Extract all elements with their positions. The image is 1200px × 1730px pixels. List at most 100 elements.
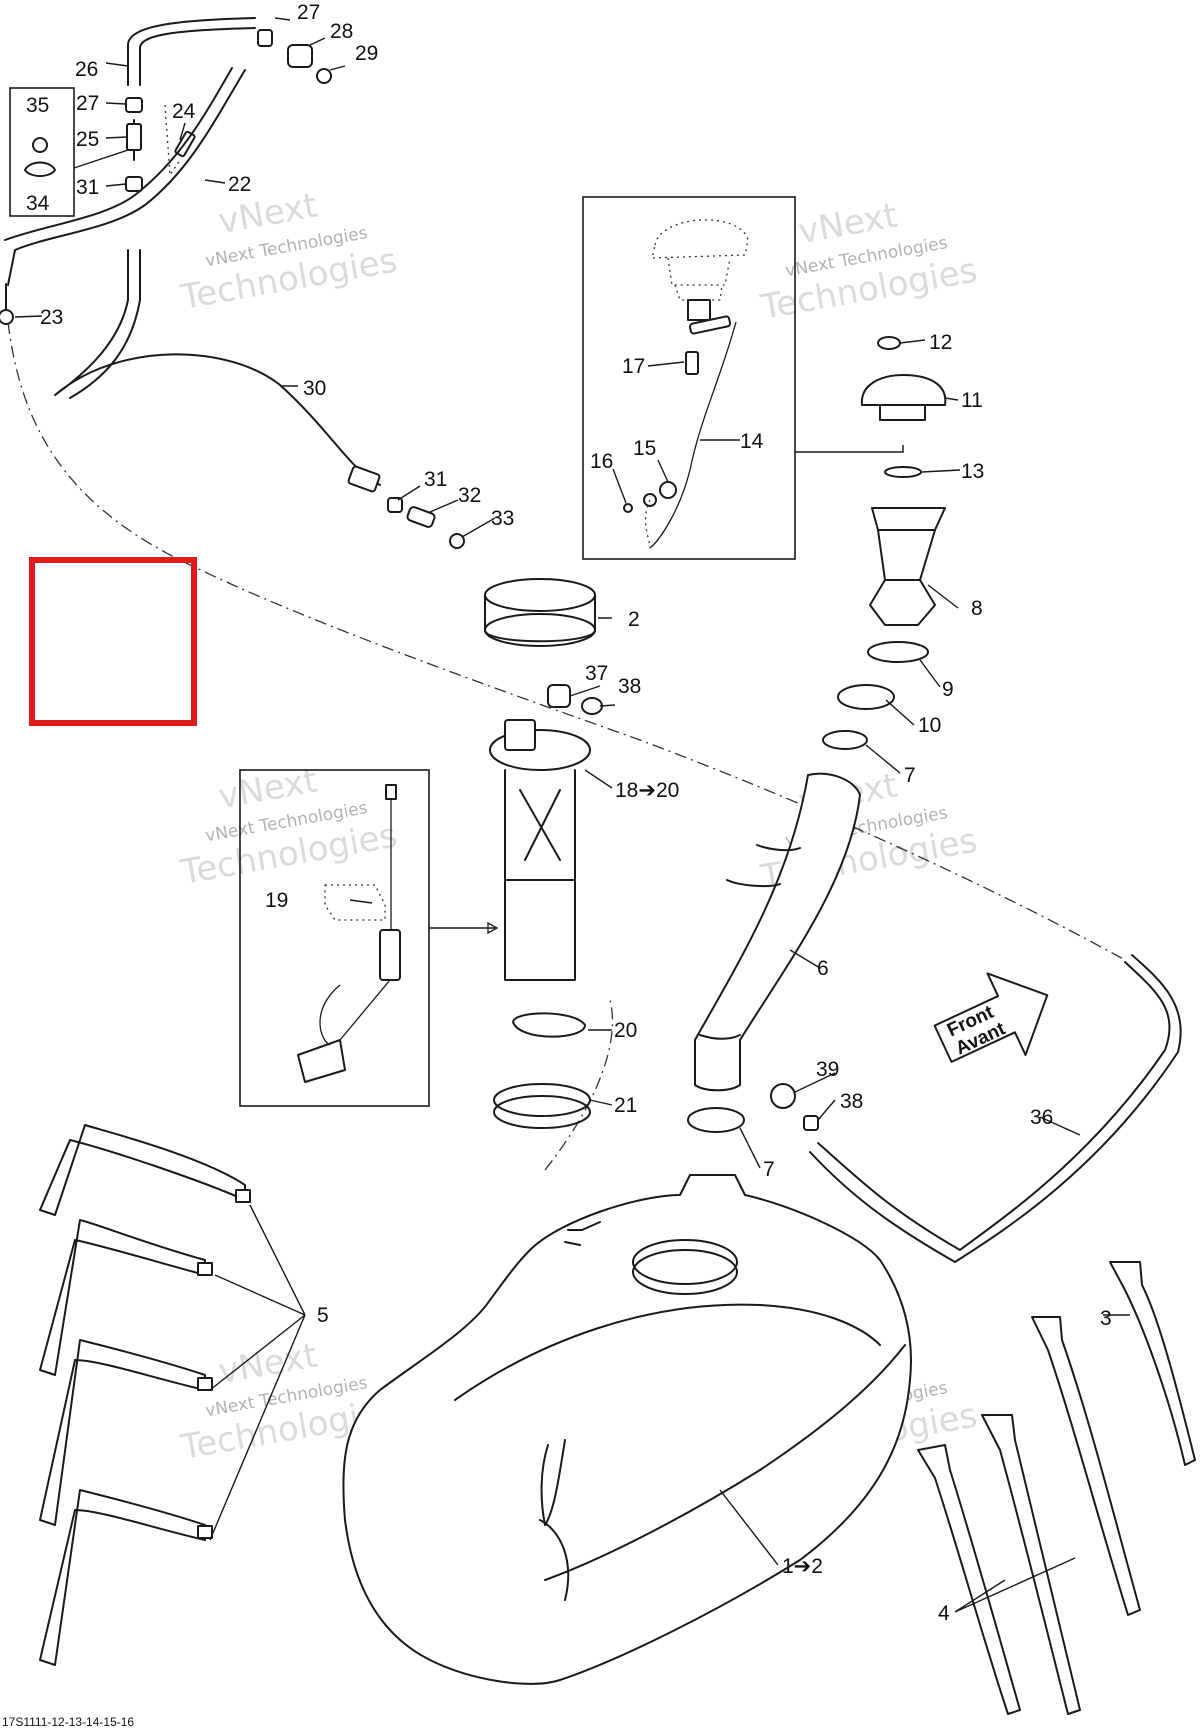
callout-27b: 27 — [76, 92, 99, 115]
vent-routing-line — [7, 321, 1126, 961]
leader-lines — [14, 17, 1081, 1566]
front-direction-arrow: Front Avant — [933, 972, 1049, 1063]
vent-hose-30 — [54, 249, 381, 486]
callout-28: 28 — [330, 20, 353, 43]
clamp-31b-icon — [387, 497, 403, 513]
callout-30: 30 — [303, 377, 326, 400]
callout-36: 36 — [1030, 1106, 1053, 1129]
vent-hose-26 — [127, 17, 256, 86]
clip-23-icon — [0, 309, 14, 325]
clamp-31-icon — [125, 176, 143, 192]
fitting-27b-icon — [125, 97, 143, 113]
cap-33-icon — [449, 533, 465, 549]
vent-hose-22 — [7, 69, 246, 286]
callout-12: 12 — [929, 331, 952, 354]
callout-17: 17 — [622, 355, 645, 378]
callout-14: 14 — [740, 430, 764, 453]
elbow-39-icon — [770, 1083, 796, 1109]
tee-fitting-25-icon — [126, 123, 142, 151]
callout-16: 16 — [590, 450, 613, 473]
tank-pump-opening — [632, 1239, 738, 1285]
o-ring-13-icon — [884, 466, 922, 478]
pump-connector-icon — [504, 719, 536, 751]
clamp-7b-icon — [687, 1107, 745, 1133]
callout-6: 6 — [817, 957, 829, 980]
detail-box-level-sender — [239, 769, 430, 1107]
callout-10: 10 — [918, 714, 941, 737]
filler-hose-6 — [694, 772, 861, 1092]
callout-31b: 31 — [424, 468, 447, 491]
level-sender-detail — [297, 784, 401, 1083]
callout-38: 38 — [618, 675, 641, 698]
tank-strap-3 — [1109, 1261, 1196, 1466]
hose-end-30-icon — [347, 465, 381, 493]
screw-17-icon — [685, 351, 699, 375]
callout-34: 34 — [26, 192, 50, 215]
callout-38b: 38 — [840, 1090, 863, 1113]
fuel-tank-1 — [342, 1174, 912, 1685]
gasket-9-icon — [867, 641, 929, 663]
filler-neck-8 — [869, 507, 946, 626]
callout-7: 7 — [904, 764, 916, 787]
callout-32: 32 — [458, 484, 481, 507]
tether-chain-14 — [649, 321, 737, 549]
clip-38a-icon — [581, 697, 603, 715]
detail-box-34-35 — [9, 87, 75, 217]
check-valve-28-icon — [287, 44, 313, 68]
drawing-reference-code: 17S1111-12-13-14-15-16 — [2, 1715, 134, 1729]
detail-box-fuel-cap — [582, 196, 796, 560]
callout-18-20: 18➔20 — [615, 779, 679, 802]
callout-33: 33 — [491, 507, 514, 530]
callout-20: 20 — [614, 1019, 637, 1042]
clamp-7a-icon — [822, 730, 868, 750]
screw-16-icon — [623, 503, 633, 513]
callout-7b: 7 — [763, 1158, 775, 1181]
filler-cap-stack — [822, 336, 947, 750]
clamp-29-icon — [316, 68, 332, 84]
pump-canister — [504, 879, 576, 981]
fuel-cap-detail — [623, 219, 749, 549]
nut-35-icon — [32, 137, 48, 153]
washer-15-icon — [659, 481, 677, 499]
callout-22: 22 — [228, 173, 251, 196]
filler-routing-line — [544, 999, 614, 1171]
cap-neck-icon — [687, 299, 711, 321]
callout-3: 3 — [1100, 1307, 1112, 1330]
callout-2: 2 — [628, 608, 640, 631]
fitting-27-icon — [257, 29, 273, 47]
sender-connector-icon — [385, 784, 397, 800]
callout-39: 39 — [816, 1058, 839, 1081]
highlight-box — [29, 557, 197, 726]
fitting-32-icon — [406, 506, 436, 528]
clip-34-icon — [24, 161, 56, 177]
vent-hose-36 — [817, 961, 1171, 1251]
strap-clip-icon — [235, 1189, 251, 1203]
callout-27: 27 — [297, 1, 320, 24]
callout-15: 15 — [633, 437, 656, 460]
callout-37: 37 — [585, 662, 608, 685]
elbow-37-icon — [547, 684, 571, 708]
sender-body-icon — [379, 929, 401, 981]
callout-4: 4 — [938, 1602, 950, 1625]
callout-26: 26 — [75, 58, 98, 81]
tank-straps-4 — [917, 1316, 1141, 1715]
callout-8: 8 — [971, 597, 983, 620]
tank-straps-5 — [39, 1124, 251, 1666]
callout-24: 24 — [172, 100, 196, 123]
nut-10-icon — [837, 684, 895, 710]
watermark: vNext vNext Technologies Technologies — [757, 196, 980, 328]
callout-13: 13 — [961, 460, 984, 483]
strap-clip-icon — [197, 1262, 213, 1276]
callout-9: 9 — [942, 678, 954, 701]
callout-5: 5 — [317, 1304, 329, 1327]
callout-35: 35 — [26, 94, 49, 117]
fuel-pump-module — [484, 578, 596, 1129]
callout-11: 11 — [961, 389, 983, 412]
fuel-cap-11 — [860, 374, 947, 406]
strap-clip-icon — [197, 1377, 213, 1391]
callout-19: 19 — [265, 889, 288, 912]
strainer-20-icon — [512, 1012, 586, 1038]
vent-hose-assembly — [0, 17, 465, 549]
callout-25: 25 — [76, 128, 99, 151]
